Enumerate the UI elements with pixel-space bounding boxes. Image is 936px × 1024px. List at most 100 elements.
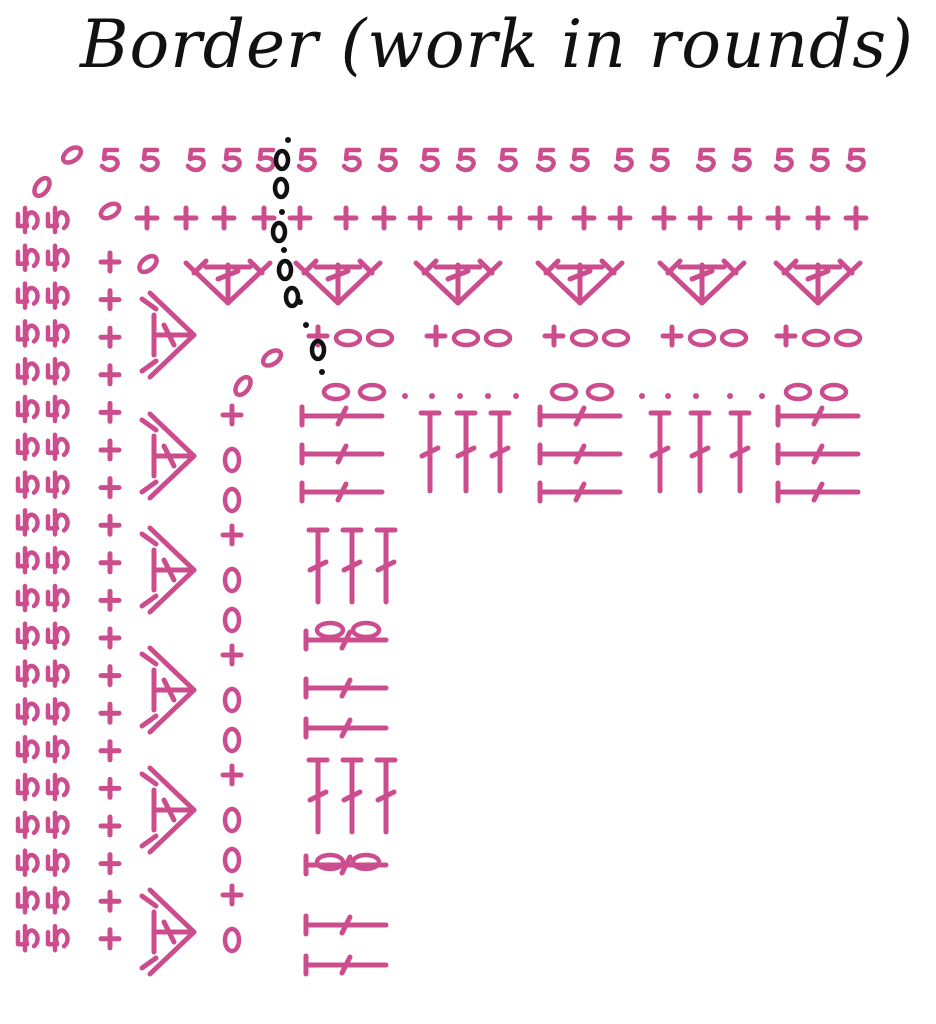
single-crochet-symbol [98, 325, 122, 349]
double-crochet-symbol [299, 404, 385, 428]
reverse-sc-symbol [45, 356, 70, 386]
chain-symbol [260, 348, 284, 368]
reverse-sc-symbol [15, 697, 40, 726]
single-crochet-symbol [98, 852, 122, 876]
reverse-sc-symbol [15, 923, 40, 953]
double-crochet-symbol [303, 628, 389, 652]
single-crochet-symbol [765, 205, 791, 231]
reverse-sc-symbol [45, 508, 70, 537]
reverse-sc-symbol [45, 281, 70, 310]
reverse-sc-symbol [221, 147, 242, 173]
chain-symbol [569, 328, 599, 348]
chain-symbol [309, 338, 327, 362]
reverse-sc-symbol [255, 147, 276, 173]
single-crochet-symbol [774, 324, 798, 348]
single-crochet-symbol [220, 883, 244, 907]
single-crochet-symbol [447, 205, 473, 231]
double-crochet-symbol [306, 757, 330, 835]
single-crochet-symbol [134, 205, 160, 231]
double-crochet-symbol [775, 404, 861, 428]
reverse-sc-symbol [15, 319, 40, 348]
double-crochet-symbol [537, 442, 623, 466]
single-crochet-symbol [98, 288, 122, 312]
chain-symbol [350, 620, 382, 640]
reverse-sc-symbol [15, 470, 40, 499]
reverse-sc-symbol [45, 772, 70, 802]
chain-symbol [314, 620, 346, 640]
reverse-sc-symbol [45, 243, 70, 273]
reverse-sc-symbol [45, 810, 70, 840]
chain-symbol [483, 328, 513, 348]
chain-symbol [273, 148, 291, 172]
chain-symbol [222, 846, 242, 874]
slip-stitch-symbol [429, 393, 435, 399]
slip-stitch-symbol [513, 393, 519, 399]
reverse-sc-symbol [45, 583, 70, 613]
v-cluster-symbol [139, 525, 197, 615]
chain-symbol [819, 382, 849, 402]
chain-symbol [137, 253, 159, 275]
double-crochet-symbol [688, 410, 712, 494]
single-crochet-symbol [424, 324, 448, 348]
chain-symbol [350, 852, 382, 872]
reverse-sc-symbol [15, 583, 40, 613]
reverse-sc-symbol [15, 848, 40, 877]
single-crochet-symbol [98, 476, 122, 500]
double-crochet-symbol [537, 404, 623, 428]
reverse-sc-symbol [15, 508, 40, 537]
chain-symbol [601, 328, 631, 348]
single-crochet-symbol [651, 205, 677, 231]
slip-stitch-symbol [285, 137, 291, 143]
chain-symbol [357, 382, 387, 402]
reverse-sc-symbol [809, 147, 830, 173]
slip-stitch-symbol [281, 247, 287, 253]
v-cluster-symbol [293, 258, 383, 306]
chain-symbol [549, 382, 579, 402]
chain-symbol [98, 201, 122, 221]
chain-symbol [276, 258, 294, 282]
reverse-sc-symbol [15, 281, 40, 310]
v-cluster-symbol [139, 411, 197, 501]
reverse-sc-symbol [45, 432, 70, 462]
slip-stitch-symbol [759, 393, 765, 399]
slip-stitch-symbol [665, 393, 671, 399]
double-crochet-symbol [303, 913, 389, 937]
reverse-sc-symbol [419, 147, 440, 173]
reverse-sc-symbol [45, 319, 70, 348]
reverse-sc-symbol [695, 147, 716, 173]
single-crochet-symbol [98, 363, 122, 387]
reverse-sc-symbol [341, 147, 362, 173]
single-crochet-symbol [527, 205, 553, 231]
slip-stitch-symbol [279, 209, 285, 215]
chain-symbol [801, 328, 831, 348]
chain-symbol [222, 806, 242, 834]
chain-symbol [222, 446, 242, 474]
chain-symbol [833, 328, 863, 348]
chain-symbol [222, 606, 242, 634]
single-crochet-symbol [727, 205, 753, 231]
single-crochet-symbol [98, 438, 122, 462]
reverse-sc-symbol [773, 147, 794, 173]
chain-symbol [222, 486, 242, 514]
reverse-sc-symbol [15, 886, 40, 915]
single-crochet-symbol [98, 814, 122, 838]
join-line [270, 137, 327, 375]
single-crochet-symbol [220, 763, 244, 787]
chain-symbol [60, 145, 84, 165]
chain-symbol [365, 328, 395, 348]
single-crochet-symbol [542, 324, 566, 348]
v-cluster-symbol [139, 645, 197, 735]
v-cluster-symbol [535, 258, 625, 306]
reverse-sc-symbol [45, 697, 70, 726]
single-crochet-symbol [407, 205, 433, 231]
single-crochet-symbol [98, 739, 122, 763]
single-crochet-symbol [211, 205, 237, 231]
reverse-sc-symbol [45, 659, 70, 688]
slip-stitch-symbol [402, 393, 408, 399]
v-cluster-symbol [139, 765, 197, 855]
single-crochet-symbol [98, 400, 122, 424]
chain-symbol [222, 926, 242, 954]
reverse-sc-symbol [45, 470, 70, 499]
single-crochet-symbol [98, 664, 122, 688]
